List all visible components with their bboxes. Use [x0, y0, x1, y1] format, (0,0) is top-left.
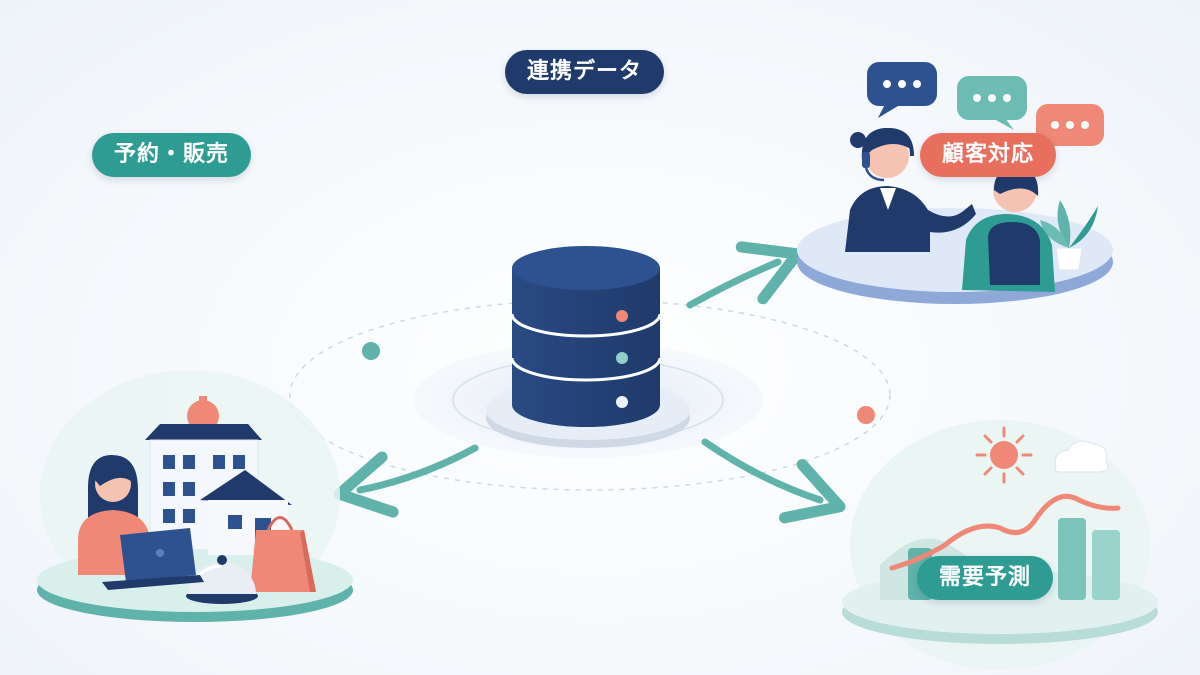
booking-sales-scene	[37, 370, 353, 622]
arrow-to-booking	[333, 444, 479, 518]
cloud-icon	[1054, 440, 1109, 473]
sun-icon	[975, 426, 1033, 484]
booking-sales-label: 予約・販売	[92, 133, 252, 177]
customer-support-label: 顧客対応	[920, 133, 1057, 177]
arrow-to-support	[686, 241, 803, 309]
customer-support-scene	[797, 62, 1113, 304]
flow-arrows	[333, 241, 846, 524]
service-bell-icon	[186, 555, 258, 604]
trend-line-icon	[889, 493, 1121, 571]
orbit-dot-teal	[362, 342, 380, 360]
laptop-icon	[102, 528, 204, 590]
arrow-to-forecast	[701, 438, 846, 524]
chat-bubble-icon	[1036, 104, 1104, 146]
chat-bubble-icon	[957, 76, 1027, 130]
demand-forecast-label: 需要予測	[917, 556, 1054, 600]
plant-icon	[1040, 200, 1098, 271]
headset-agent-icon	[845, 127, 976, 252]
central-data-label: 連携データ	[505, 50, 665, 94]
chat-bubble-icon	[867, 62, 937, 118]
demand-forecast-scene	[842, 420, 1158, 670]
person-icon	[962, 168, 1055, 292]
database-icon	[510, 246, 662, 427]
hotel-building-icon	[145, 396, 262, 551]
orbit-dot-coral	[857, 406, 875, 424]
shopping-bag-icon	[250, 516, 316, 592]
